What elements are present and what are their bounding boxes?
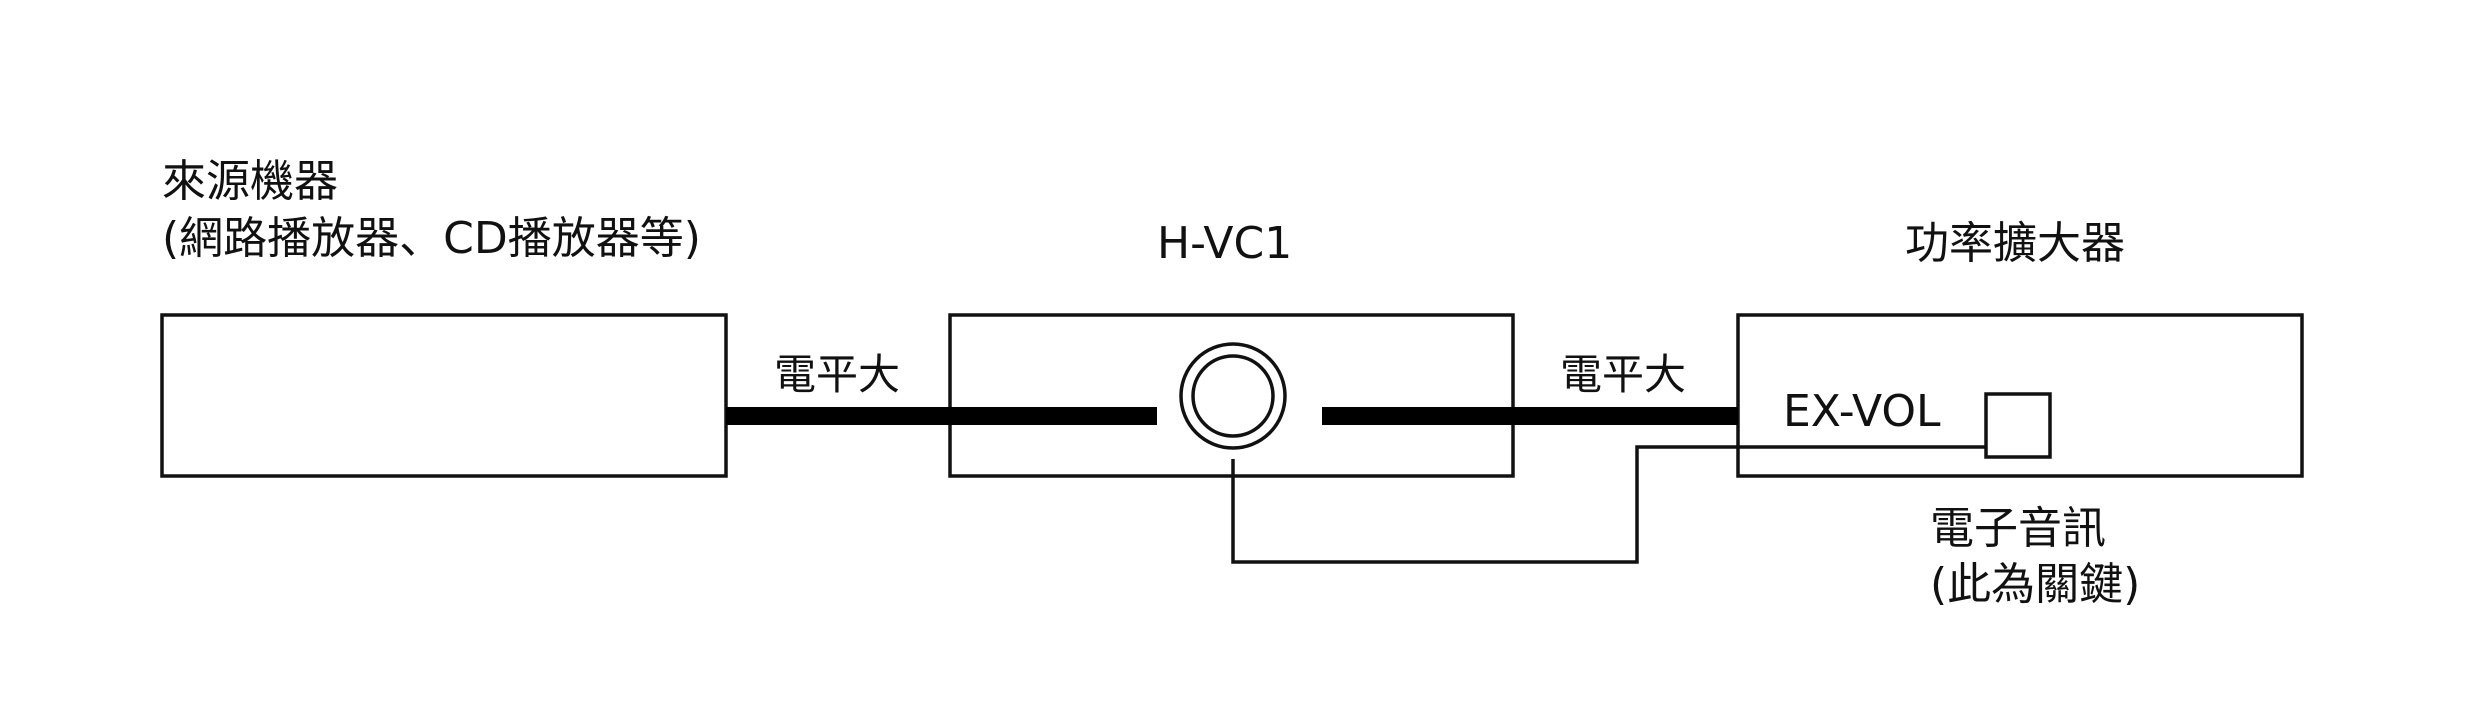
hvc1-title: H-VC1 — [1157, 218, 1292, 269]
volume-knob-icon — [1179, 342, 1287, 450]
signal-label-line2: (此為關鍵) — [1930, 559, 2140, 610]
exvol-label: EX-VOL — [1783, 386, 1941, 437]
amp-title: 功率擴大器 — [1905, 218, 2125, 269]
electronic-signal-line — [1231, 445, 1986, 564]
source-device-box — [160, 313, 728, 478]
left-level-label: 電平大 — [774, 350, 900, 399]
source-label-line1: 來源機器 — [162, 156, 338, 207]
signal-label-line1: 電子音訊 — [1930, 503, 2106, 554]
right-level-label: 電平大 — [1560, 350, 1686, 399]
source-label-line2: (網路播放器、CD播放器等) — [162, 213, 701, 264]
exvol-port — [1984, 392, 2052, 459]
